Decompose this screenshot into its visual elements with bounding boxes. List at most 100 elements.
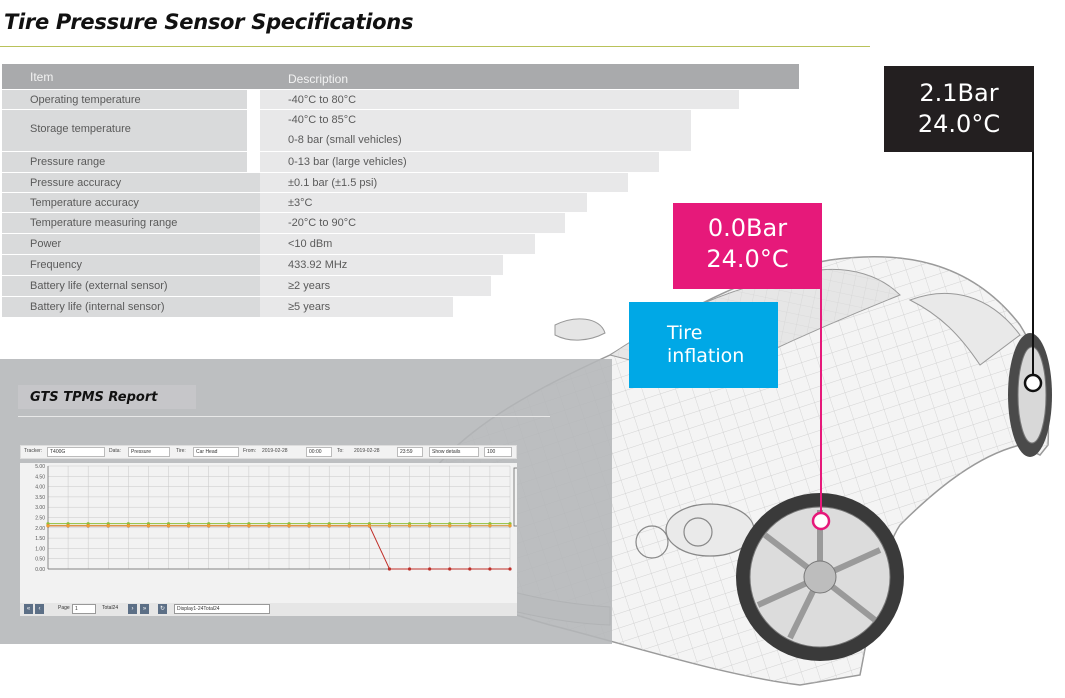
spec-item-label: Temperature accuracy	[30, 197, 139, 209]
spec-row-description: ≥5 years	[260, 297, 453, 317]
data-point	[448, 524, 452, 528]
tracker-select[interactable]: T400G	[47, 447, 105, 457]
prev-page-button[interactable]: ‹	[35, 604, 44, 614]
report-title-background	[18, 385, 196, 409]
to-label: To:	[337, 448, 344, 454]
spec-row-description: 433.92 MHz	[260, 255, 503, 275]
front-temperature: 24.0°C	[706, 245, 789, 273]
spec-row-item: Power	[2, 234, 260, 254]
spec-row-item: Operating temperature	[2, 90, 247, 109]
y-tick-label: 2.50	[35, 516, 45, 522]
first-page-button[interactable]: «	[24, 604, 33, 614]
data-point	[428, 524, 432, 528]
tire-label: Tire:	[176, 448, 186, 454]
spec-table-header: Item Description	[2, 64, 799, 89]
spec-description-text: -40°C to 85°C	[288, 114, 357, 126]
report-divider	[18, 416, 550, 417]
spec-item-label: Operating temperature	[30, 94, 141, 106]
data-point	[508, 524, 512, 528]
refresh-button[interactable]: ↻	[158, 604, 167, 614]
from-date[interactable]: 2019-02-28	[262, 448, 288, 454]
tire-inflation-line2: inflation	[667, 345, 745, 367]
y-tick-label: 2.00	[35, 526, 45, 532]
y-tick-label: 3.50	[35, 495, 45, 501]
spec-description-text: <10 dBm	[288, 238, 333, 250]
details-select[interactable]: Show details	[429, 447, 479, 457]
spec-description-text: 433.92 MHz	[288, 259, 348, 271]
data-point	[488, 567, 492, 571]
data-point	[46, 524, 50, 528]
page-label: Page	[58, 605, 70, 611]
count-select[interactable]: 100	[484, 447, 512, 457]
spec-description-text: 0-8 bar (small vehicles)	[288, 134, 402, 146]
to-date[interactable]: 2019-02-28	[354, 448, 380, 454]
data-point	[307, 524, 311, 528]
spec-item-label: Battery life (internal sensor)	[30, 301, 165, 313]
spec-description-text: ≥2 years	[288, 280, 331, 292]
tpms-report-panel: GTS TPMS Report Tracker: T400G Data: Pre…	[0, 359, 612, 644]
y-tick-label: 5.00	[35, 464, 45, 470]
spec-row-description: -20°C to 90°C	[260, 213, 565, 233]
spec-item-label: Storage temperature	[30, 123, 131, 135]
data-point	[347, 524, 351, 528]
data-select[interactable]: Pressure	[128, 447, 170, 457]
data-point	[327, 524, 331, 528]
y-tick-label: 3.00	[35, 505, 45, 511]
data-point	[488, 524, 492, 528]
data-label: Data:	[109, 448, 121, 454]
spec-item-label: Battery life (external sensor)	[30, 280, 168, 292]
last-page-button[interactable]: »	[140, 604, 149, 614]
spec-row-item: Battery life (internal sensor)	[2, 297, 260, 317]
report-pager: « ‹ Page 1 Total24 › » ↻ Display1-24Tota…	[20, 603, 517, 616]
data-point	[407, 524, 412, 528]
rear-temperature: 24.0°C	[917, 110, 1001, 138]
tire-inflation-label: Tire inflation	[629, 302, 778, 388]
data-point	[387, 524, 392, 528]
data-point	[187, 524, 191, 528]
spec-description-text: 0-13 bar (large vehicles)	[288, 156, 407, 168]
tire-select[interactable]: Car Head	[193, 447, 239, 457]
data-point	[166, 524, 171, 528]
page-input[interactable]: 1	[72, 604, 96, 614]
spec-row-description: 0-13 bar (large vehicles)	[260, 152, 659, 172]
spec-row-item: Battery life (external sensor)	[2, 276, 260, 296]
data-point	[508, 567, 512, 571]
spec-description-text: -40°C to 80°C	[288, 94, 357, 106]
y-tick-label: 0.50	[35, 557, 45, 563]
data-point	[287, 524, 291, 528]
data-point	[106, 524, 110, 528]
y-tick-label: 4.00	[35, 485, 45, 491]
next-page-button[interactable]: ›	[128, 604, 137, 614]
spec-row-item: Pressure range	[2, 152, 247, 172]
rear-pressure: 2.1Bar	[919, 79, 999, 107]
report-toolbar: Tracker: T400G Data: Pressure Tire: Car …	[20, 445, 517, 459]
total-label: Total24	[102, 605, 119, 611]
from-time-select[interactable]: 00:00	[306, 447, 332, 457]
front-pressure: 0.0Bar	[707, 214, 788, 242]
spec-description-text: -20°C to 90°C	[288, 217, 357, 229]
series-line	[48, 525, 510, 570]
spec-row-item: Storage temperature	[2, 110, 247, 151]
data-point	[428, 567, 432, 571]
y-tick-label: 1.50	[35, 536, 45, 542]
data-point	[387, 567, 392, 571]
spec-item-label: Pressure accuracy	[30, 177, 122, 189]
spec-row-item: Temperature measuring range	[2, 213, 260, 233]
spec-row-item: Frequency	[2, 255, 260, 275]
spec-description-text: ±0.1 bar (±1.5 psi)	[288, 177, 378, 189]
data-point	[146, 524, 151, 528]
data-point	[227, 524, 231, 528]
tracker-label: Tracker:	[24, 448, 43, 454]
display-status: Display1-24Total24	[174, 604, 270, 614]
spec-row-description: -40°C to 85°C 0-8 bar (small vehicles)	[260, 110, 691, 151]
to-time-select[interactable]: 23:59	[397, 447, 423, 457]
data-point	[468, 567, 472, 571]
spec-item-label: Power	[30, 238, 62, 250]
header-description: Description	[288, 72, 349, 86]
spec-row-description: <10 dBm	[260, 234, 535, 254]
data-point	[86, 524, 90, 528]
spec-item-label: Frequency	[30, 259, 82, 271]
data-point	[126, 524, 130, 528]
data-point	[468, 524, 472, 528]
title-divider	[0, 46, 870, 47]
